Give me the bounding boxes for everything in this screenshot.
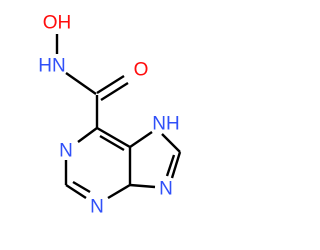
bond-c5-n7 <box>129 131 153 148</box>
atom-label-amide-n: HN <box>38 56 65 77</box>
bond-c2-n3 <box>65 183 87 200</box>
bond-n3-c4 <box>107 183 131 200</box>
bond-c8-n9-inner <box>165 154 176 177</box>
bond-c6-c5 <box>96 126 131 149</box>
bond-n-carbonyl-c <box>65 72 97 95</box>
atom-label-carbonyl-o: O <box>134 60 149 81</box>
bond-c6-c5-inner <box>99 134 125 152</box>
bond-carbonyl-double-b <box>100 81 129 102</box>
molecule-structure: OH HN O NH N N N <box>38 13 182 218</box>
atom-label-pyrimidine-n1: N <box>59 141 73 162</box>
bond-carbonyl-double-a <box>96 74 125 95</box>
bond-c2-n3-inner <box>72 180 91 194</box>
bonds <box>55 34 182 200</box>
bond-c6-n1 <box>77 127 98 143</box>
bond-n7-c8 <box>161 133 181 153</box>
bond-c8-n9 <box>170 151 182 179</box>
atom-label-hydroxyl-o: OH <box>43 13 72 34</box>
atom-labels: OH HN O NH N N N <box>38 13 179 218</box>
atom-label-pyrimidine-n3: N <box>90 197 104 218</box>
atom-label-imidazole-nh: NH <box>152 114 179 135</box>
atom-label-imidazole-n: N <box>159 179 173 200</box>
bond-n9-c4 <box>129 183 156 189</box>
